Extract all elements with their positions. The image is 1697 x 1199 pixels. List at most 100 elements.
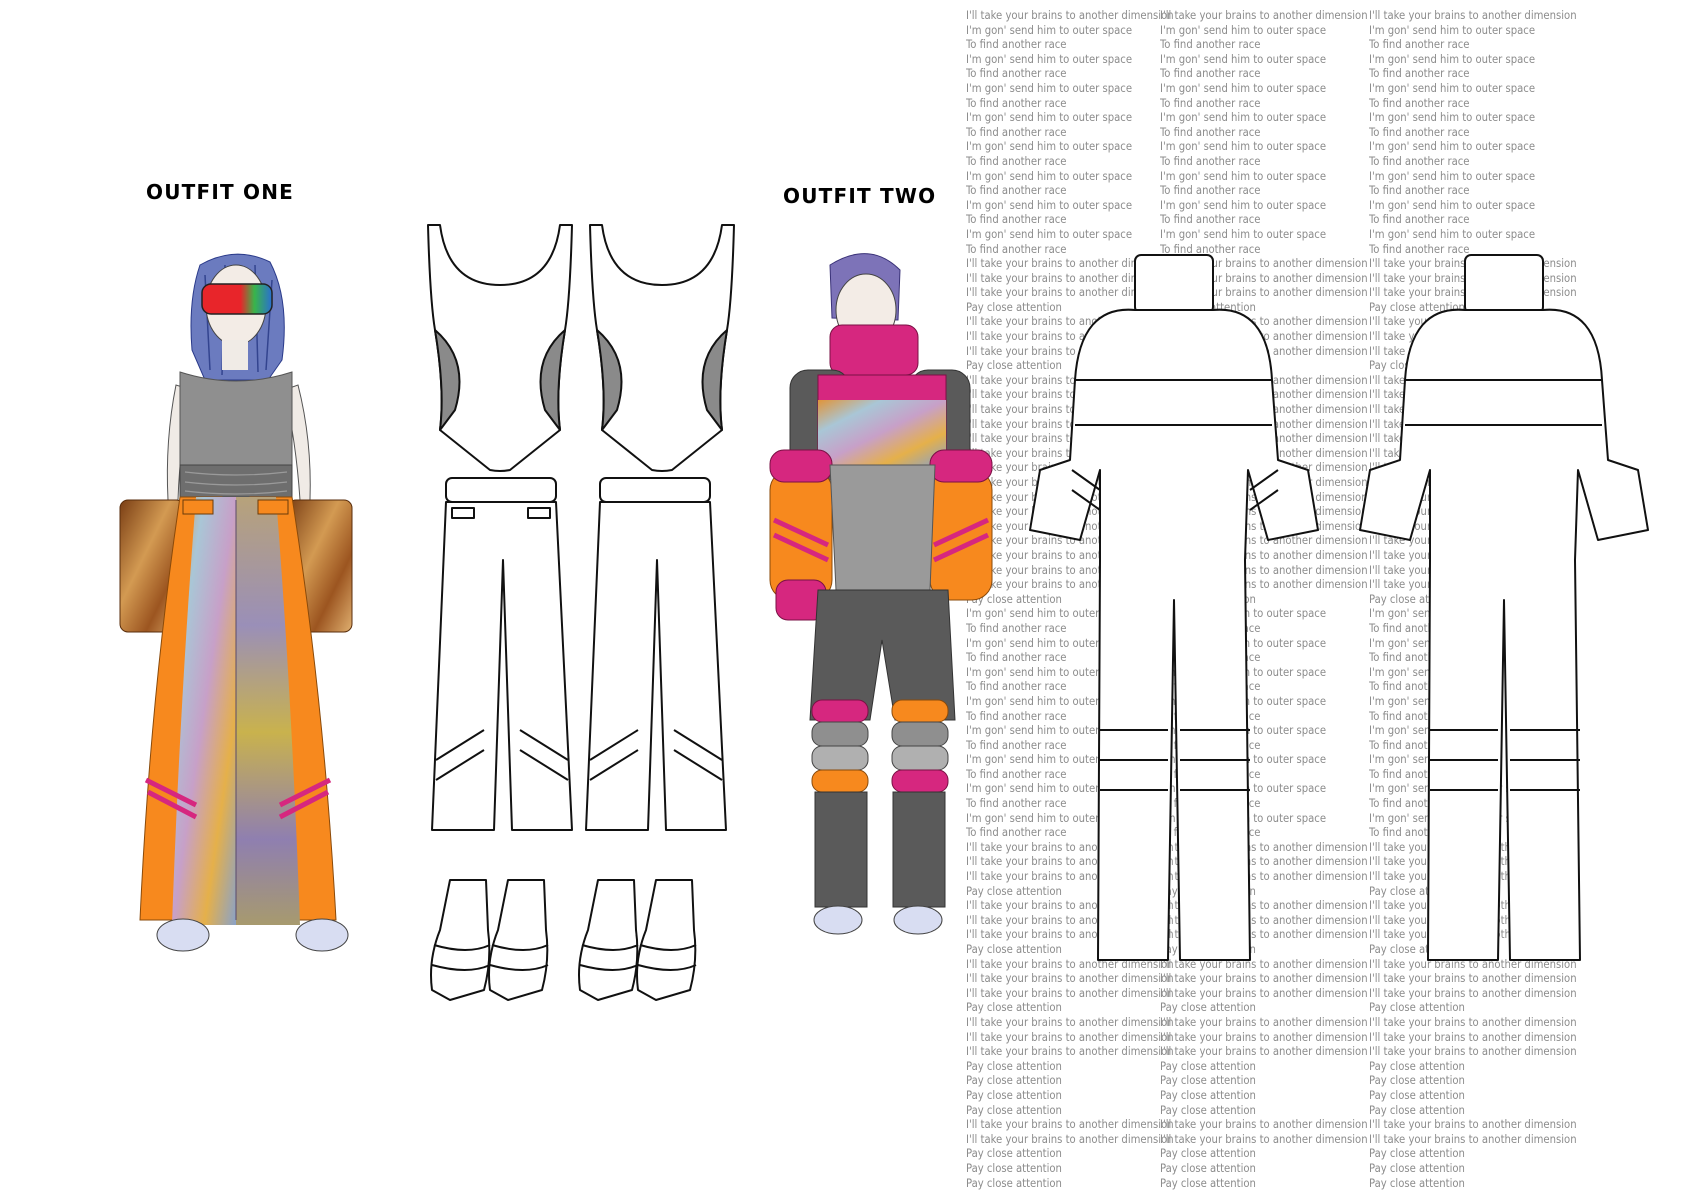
lyric-line: I'll take your brains to another dimensi… [966,1118,1174,1132]
lyric-line: I'm gon' send him to outer space [1160,23,1327,37]
grey-bodysuit-top [179,371,293,471]
bodysuit-flat-back [589,224,735,472]
lyric-line: I'm gon' send him to outer space [966,198,1133,212]
lyric-line: I'm gon' send him to outer space [1160,227,1327,241]
lyric-line: I'll take your brains to another dimensi… [1369,1045,1577,1059]
lyric-line: I'll take your brains to another dimensi… [1160,1015,1368,1029]
lyric-line: I'm gon' send him to outer space [1369,111,1536,125]
lyric-line: To find another race [1160,38,1261,52]
lyric-line: Pay close attention [966,1176,1062,1190]
lyric-line: I'm gon' send him to outer space [1369,198,1536,212]
lyric-line: I'm gon' send him to outer space [1160,111,1327,125]
lyric-line: I'm gon' send him to outer space [1160,140,1327,154]
lyric-line: To find another race [1369,125,1470,139]
lyric-line: To find another race [966,184,1067,198]
lyric-line: I'll take your brains to another dimensi… [966,972,1174,986]
lyric-line: I'm gon' send him to outer space [1369,140,1536,154]
lyric-line: Pay close attention [1160,1001,1256,1015]
lyric-line: Pay close attention [1160,1088,1256,1102]
shoe-right [295,918,349,952]
lyric-line: I'm gon' send him to outer space [966,140,1133,154]
lyric-line: To find another race [1160,96,1261,110]
lyric-line: To find another race [966,242,1067,256]
lyric-line: Pay close attention [1369,1059,1465,1073]
lyric-line: To find another race [966,651,1067,665]
lyric-line: Pay close attention [1369,1001,1465,1015]
jumpsuit-flat-front [1029,254,1319,961]
lyric-line: Pay close attention [966,1059,1062,1073]
jumpsuit-flat-back [1359,254,1649,961]
lyric-line: I'll take your brains to another dimensi… [966,1030,1174,1044]
lyric-line: To find another race [1369,242,1470,256]
lyric-line: Pay close attention [966,884,1062,898]
lyric-line: Pay close attention [1369,1176,1465,1190]
lyric-line: I'm gon' send him to outer space [1369,227,1536,241]
lyric-line: I'll take your brains to another dimensi… [1160,972,1368,986]
lyric-line: To find another race [966,826,1067,840]
lyric-line: To find another race [1160,242,1261,256]
lyric-line: To find another race [966,621,1067,635]
lyric-line: I'm gon' send him to outer space [966,724,1133,738]
lyric-line: Pay close attention [1160,1103,1256,1117]
lyric-line: To find another race [966,767,1067,781]
lyric-line: I'll take your brains to another dimensi… [1369,1118,1577,1132]
lyric-line: I'll take your brains to another dimensi… [1160,1045,1368,1059]
lyric-line: To find another race [966,709,1067,723]
lyric-line: Pay close attention [1369,1147,1465,1161]
trouser-print-left [172,497,236,925]
trousers-flat-front [431,477,573,831]
lyric-line: Pay close attention [1160,1147,1256,1161]
lyric-line: I'm gon' send him to outer space [966,52,1133,66]
lyric-line: I'll take your brains to another dimensi… [966,271,1174,285]
lyric-line: I'll take your brains to another dimensi… [966,9,1174,22]
lyric-line: I'm gon' send him to outer space [966,169,1133,183]
lyric-line: I'm gon' send him to outer space [1369,23,1536,37]
lyric-line: To find another race [1369,96,1470,110]
lyric-line: Pay close attention [966,1161,1062,1175]
lyric-line: Pay close attention [1369,1103,1465,1117]
lyric-line: I'm gon' send him to outer space [966,753,1133,767]
lyric-line: To find another race [966,96,1067,110]
lyric-line: Pay close attention [1369,300,1465,314]
lyric-line: I'm gon' send him to outer space [966,23,1133,37]
lyric-line: I'll take your brains to another dimensi… [1369,1132,1577,1146]
goggles [201,283,273,315]
lyric-line: I'm gon' send him to outer space [966,111,1133,125]
lyric-line: I'll take your brains to another dimensi… [1369,9,1577,22]
lyric-line: I'll take your brains to another dimensi… [966,1045,1174,1059]
lyric-line: I'll take your brains to another dimensi… [966,986,1174,1000]
lyric-line: To find another race [966,67,1067,81]
lyric-line: I'm gon' send him to outer space [966,811,1133,825]
lyric-line: Pay close attention [1369,1161,1465,1175]
lyric-line: I'm gon' send him to outer space [966,636,1133,650]
lyric-line: To find another race [1369,184,1470,198]
lyric-line: To find another race [966,38,1067,52]
lyric-line: To find another race [1369,213,1470,227]
lyric-line: I'm gon' send him to outer space [1160,198,1327,212]
lyric-line: To find another race [966,125,1067,139]
lyric-line: To find another race [966,738,1067,752]
lyric-line: Pay close attention [1369,1074,1465,1088]
lyric-line: To find another race [1160,213,1261,227]
lyric-line: To find another race [1369,154,1470,168]
lyric-line: Pay close attention [966,1074,1062,1088]
waistband [179,464,293,498]
lyric-line: Pay close attention [966,592,1062,606]
lyric-line: I'm gon' send him to outer space [1369,169,1536,183]
lyric-line: To find another race [1160,125,1261,139]
lyric-line: I'm gon' send him to outer space [966,227,1133,241]
lyric-line: To find another race [966,154,1067,168]
lyric-line: Pay close attention [1160,1176,1256,1190]
lyric-line: I'll take your brains to another dimensi… [1160,1118,1368,1132]
lyric-line: I'm gon' send him to outer space [1369,52,1536,66]
lyric-line: To find another race [1369,38,1470,52]
lyric-line: I'll take your brains to another dimensi… [966,1132,1174,1146]
lyric-line: I'll take your brains to another dimensi… [966,1015,1174,1029]
lyric-line: I'm gon' send him to outer space [966,81,1133,95]
shoe-left [156,918,210,952]
lyric-line: Pay close attention [1160,1161,1256,1175]
